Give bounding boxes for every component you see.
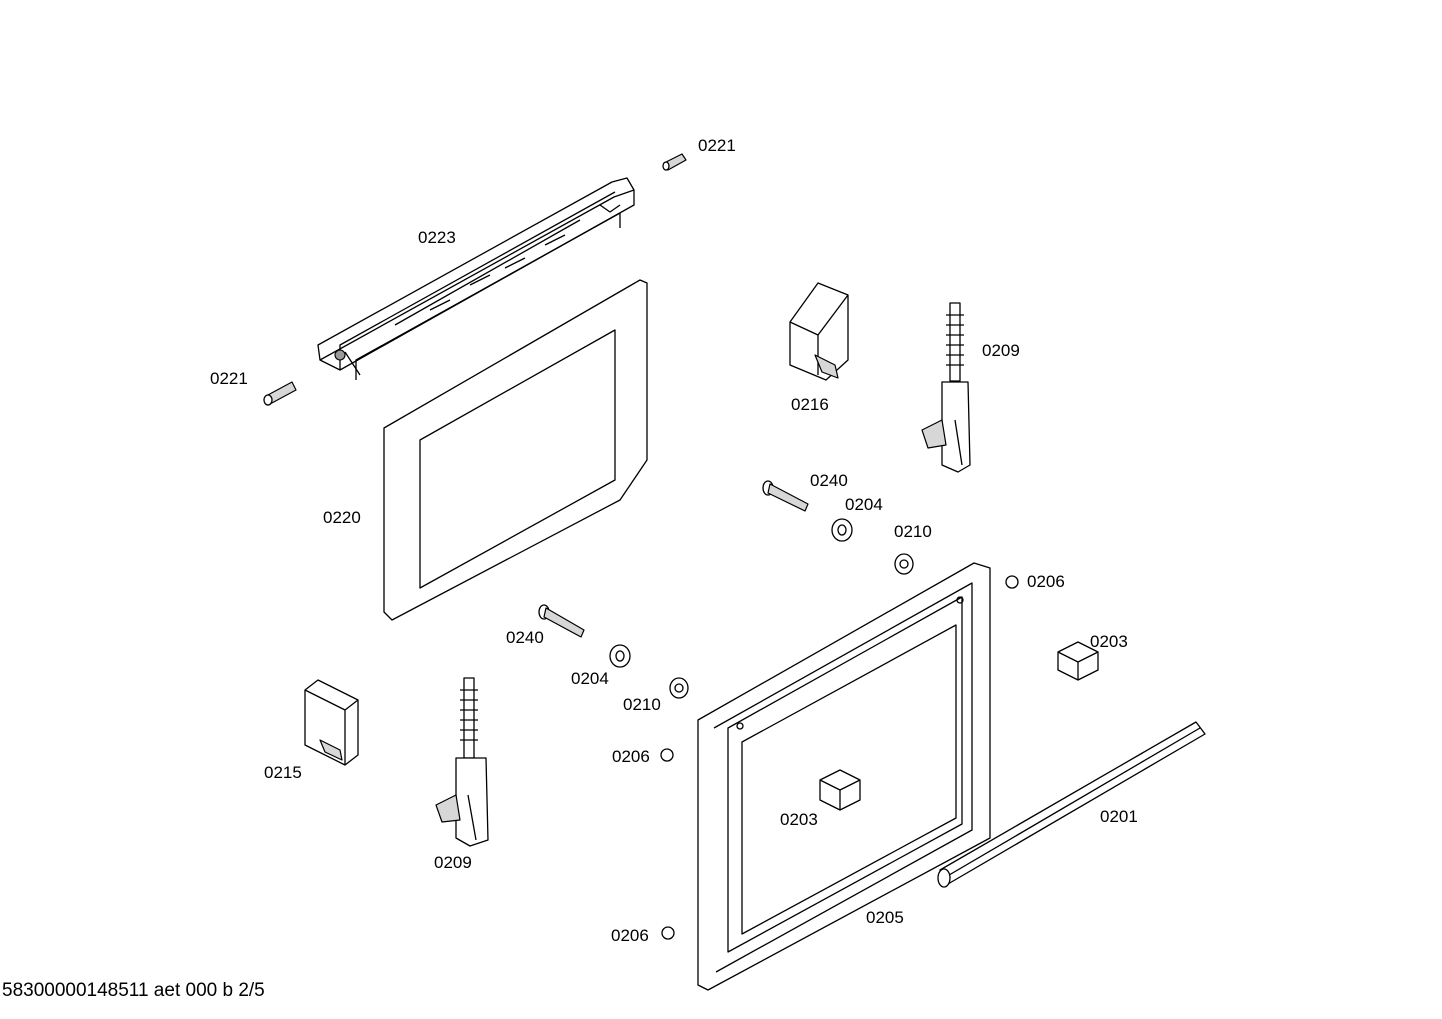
label-0206-top: 0206 bbox=[1027, 572, 1065, 591]
label-0206-bottom: 0206 bbox=[611, 926, 649, 945]
label-0240-right: 0240 bbox=[810, 471, 848, 490]
label-0205: 0205 bbox=[866, 908, 904, 927]
label-0221-left: 0221 bbox=[210, 369, 248, 388]
part-0209-hinge-left bbox=[435, 677, 489, 847]
label-0204-left: 0204 bbox=[571, 669, 609, 688]
part-0206-clip-top bbox=[1005, 575, 1019, 589]
part-0204-washer-right bbox=[831, 518, 853, 542]
label-0221-top: 0221 bbox=[698, 136, 736, 155]
part-0203-block-center bbox=[819, 769, 861, 811]
label-0204-right: 0204 bbox=[845, 495, 883, 514]
label-0203-center: 0203 bbox=[780, 810, 818, 829]
label-0216: 0216 bbox=[791, 395, 829, 414]
part-0240-bolt-left bbox=[538, 604, 585, 638]
part-0210-nut-right bbox=[894, 553, 914, 575]
part-0206-clip-mid bbox=[660, 748, 674, 762]
label-0210-right: 0210 bbox=[894, 522, 932, 541]
label-0220: 0220 bbox=[323, 508, 361, 527]
part-0203-block-right bbox=[1057, 641, 1099, 681]
part-0210-nut-left bbox=[669, 677, 689, 699]
label-0240-left: 0240 bbox=[506, 628, 544, 647]
label-0206-mid: 0206 bbox=[612, 747, 650, 766]
part-0240-bolt-right bbox=[762, 480, 809, 512]
part-0221-pin-left bbox=[263, 381, 297, 406]
part-0209-hinge-right bbox=[921, 302, 971, 473]
part-0201-handle-bar bbox=[937, 721, 1206, 888]
label-0209-right: 0209 bbox=[982, 341, 1020, 360]
part-0221-pin-top bbox=[662, 153, 687, 171]
part-0215-bracket bbox=[304, 679, 359, 766]
label-0215: 0215 bbox=[264, 763, 302, 782]
part-0223-top-rail bbox=[317, 177, 635, 380]
label-0203-right: 0203 bbox=[1090, 632, 1128, 651]
label-0201: 0201 bbox=[1100, 807, 1138, 826]
part-0216-bracket bbox=[789, 282, 849, 381]
label-0210-left: 0210 bbox=[623, 695, 661, 714]
label-0223: 0223 bbox=[418, 228, 456, 247]
part-0206-clip-bottom bbox=[661, 926, 675, 940]
part-0204-washer-left bbox=[609, 644, 631, 668]
label-0209-left: 0209 bbox=[434, 853, 472, 872]
part-0220-inner-frame bbox=[383, 279, 648, 621]
drawing-reference-footer: 58300000148511 aet 000 b 2/5 bbox=[2, 980, 265, 1001]
